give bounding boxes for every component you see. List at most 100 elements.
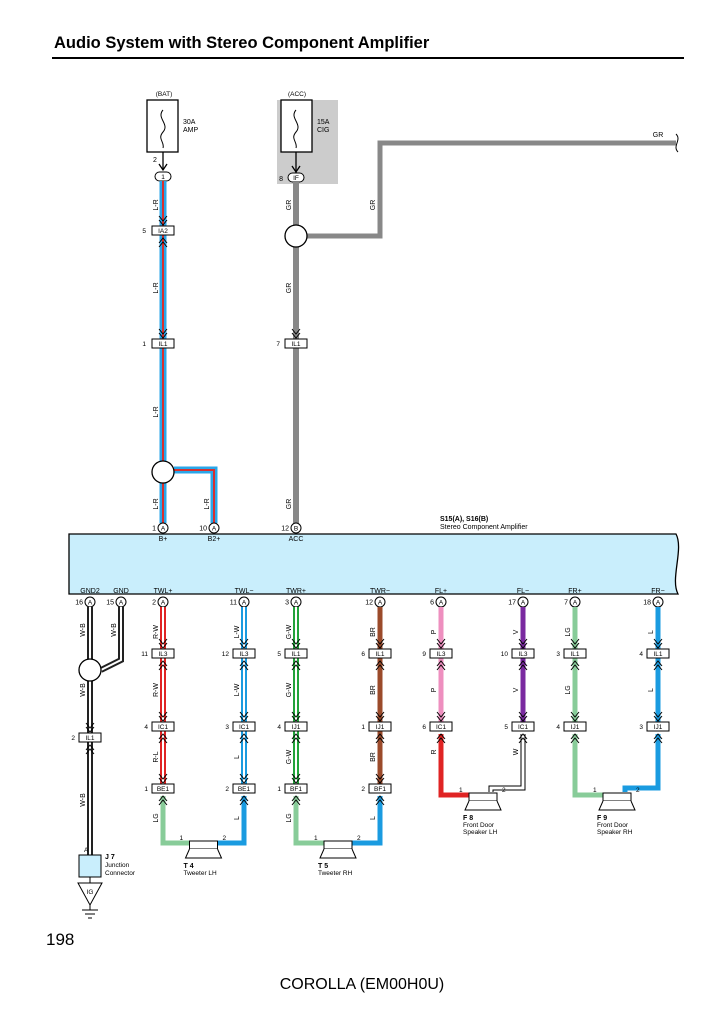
- ground-label: IG: [87, 889, 94, 896]
- speaker-pin: 1: [314, 835, 318, 842]
- connector-arrow: [436, 638, 446, 649]
- connector-arrow: [291, 733, 301, 744]
- junction-name: Junction: [105, 862, 130, 869]
- wire-label: R-W: [153, 683, 160, 697]
- connector-box: [78, 732, 102, 743]
- pin-number: 6: [422, 724, 426, 731]
- connector-label: IL3: [436, 651, 445, 658]
- connector-label: IJ1: [571, 724, 580, 731]
- connector-arrow: [375, 660, 385, 671]
- speaker-name: Tweeter RH: [318, 870, 353, 877]
- pin-number: 1: [152, 526, 156, 533]
- pin-number: 2: [361, 786, 365, 793]
- pin-letter: A: [573, 600, 578, 607]
- connector-label: IL1: [158, 341, 167, 348]
- connector-arrow: [518, 638, 528, 649]
- connector-arrow: [375, 711, 385, 722]
- pin-number: 7: [276, 341, 280, 348]
- connector-arrow: [158, 733, 168, 744]
- wire: [622, 734, 661, 792]
- connector-IL1: [151, 338, 175, 349]
- bat-fuse-name: AMP: [183, 127, 199, 134]
- pin-number: 6: [430, 600, 434, 607]
- wire-label: L-R: [153, 406, 160, 417]
- connector-label: BF1: [290, 786, 302, 793]
- speaker-pin: 1: [180, 835, 184, 842]
- connector-label: IJ1: [654, 724, 663, 731]
- speaker-cone: [319, 848, 357, 859]
- speaker-pin: 2: [223, 835, 227, 842]
- connector-label: IL1: [291, 341, 300, 348]
- connector-arrow: [291, 795, 301, 806]
- junction-name: Connector: [105, 870, 136, 877]
- acc-fuse-pin: 8: [279, 176, 283, 183]
- wire-label: BR: [370, 685, 377, 695]
- connector-box: [284, 721, 308, 732]
- speaker-name: Tweeter LH: [184, 870, 218, 877]
- pin-label: GND: [113, 588, 129, 595]
- wire-label: L-R: [153, 199, 160, 210]
- connector-arrow: [436, 660, 446, 671]
- speaker-cone: [464, 800, 502, 811]
- wire-label: R-W: [153, 625, 160, 639]
- speaker-icon: [323, 840, 353, 850]
- wire-label: W-B: [111, 623, 118, 637]
- connector-arrow: [158, 660, 168, 671]
- connector-box: [232, 648, 256, 659]
- pin-number: 1: [277, 786, 281, 793]
- wire-label: W-B: [80, 793, 87, 807]
- pin-number: 2: [71, 735, 75, 742]
- connector-arrow: [239, 638, 249, 649]
- pin-letter: A: [521, 600, 526, 607]
- connector-arrow: [653, 711, 663, 722]
- speaker-icon: [189, 840, 218, 850]
- pin-label: FR+: [568, 588, 581, 595]
- speaker-id: F 9: [597, 815, 607, 822]
- pin-label: FL+: [435, 588, 447, 595]
- wire-label: L: [648, 630, 655, 634]
- stereo-component-amplifier: S15(A), S16(B) Stereo Component Amplifie…: [68, 516, 680, 608]
- pin-number: 9: [422, 651, 426, 658]
- wire-stripe: [100, 607, 122, 671]
- connector-label: IL1: [291, 651, 300, 658]
- connector-arrow: [653, 733, 663, 744]
- acc-conn-label: IF: [293, 175, 299, 182]
- connector-box: [646, 648, 670, 659]
- wire-label: R-L: [153, 751, 160, 762]
- bat-fuse-pin: 2: [153, 157, 157, 164]
- pin-letter: A: [378, 600, 383, 607]
- pin-number: 2: [152, 600, 156, 607]
- wire: [160, 796, 190, 846]
- connector-arrow: [375, 773, 385, 784]
- wire-label: L-W: [234, 683, 241, 696]
- connector-arrow: [291, 773, 301, 784]
- wire-label: GR: [370, 200, 377, 211]
- speaker-name: Speaker LH: [463, 829, 498, 836]
- connector-box: [368, 721, 392, 732]
- connector-box: [429, 648, 453, 659]
- pin-label: FR−: [651, 588, 664, 595]
- wire-label: V: [513, 629, 520, 634]
- splice-point: [78, 658, 102, 682]
- pin-letter: A: [656, 600, 661, 607]
- connector-arrow: [518, 733, 528, 744]
- wire-label: W: [513, 748, 520, 755]
- connector-IA2: [151, 225, 175, 236]
- pin-letter: A: [212, 526, 217, 533]
- wire: [572, 734, 603, 798]
- pin-number: 4: [639, 651, 643, 658]
- pin-label: B2+: [208, 536, 221, 543]
- connector-box: [429, 721, 453, 732]
- pin-number: 2: [225, 786, 229, 793]
- pin-number: 10: [199, 526, 207, 533]
- connector-label: IA2: [158, 228, 168, 235]
- footer-text: COROLLA (EM00H0U): [279, 976, 445, 993]
- connector-box: [151, 783, 175, 794]
- connector-label: BE1: [157, 786, 170, 793]
- connector-arrow: [653, 638, 663, 649]
- splice-point: [151, 460, 175, 484]
- connector-arrow: [239, 660, 249, 671]
- wire-label: L-W: [234, 625, 241, 638]
- wire-label: P: [431, 629, 438, 634]
